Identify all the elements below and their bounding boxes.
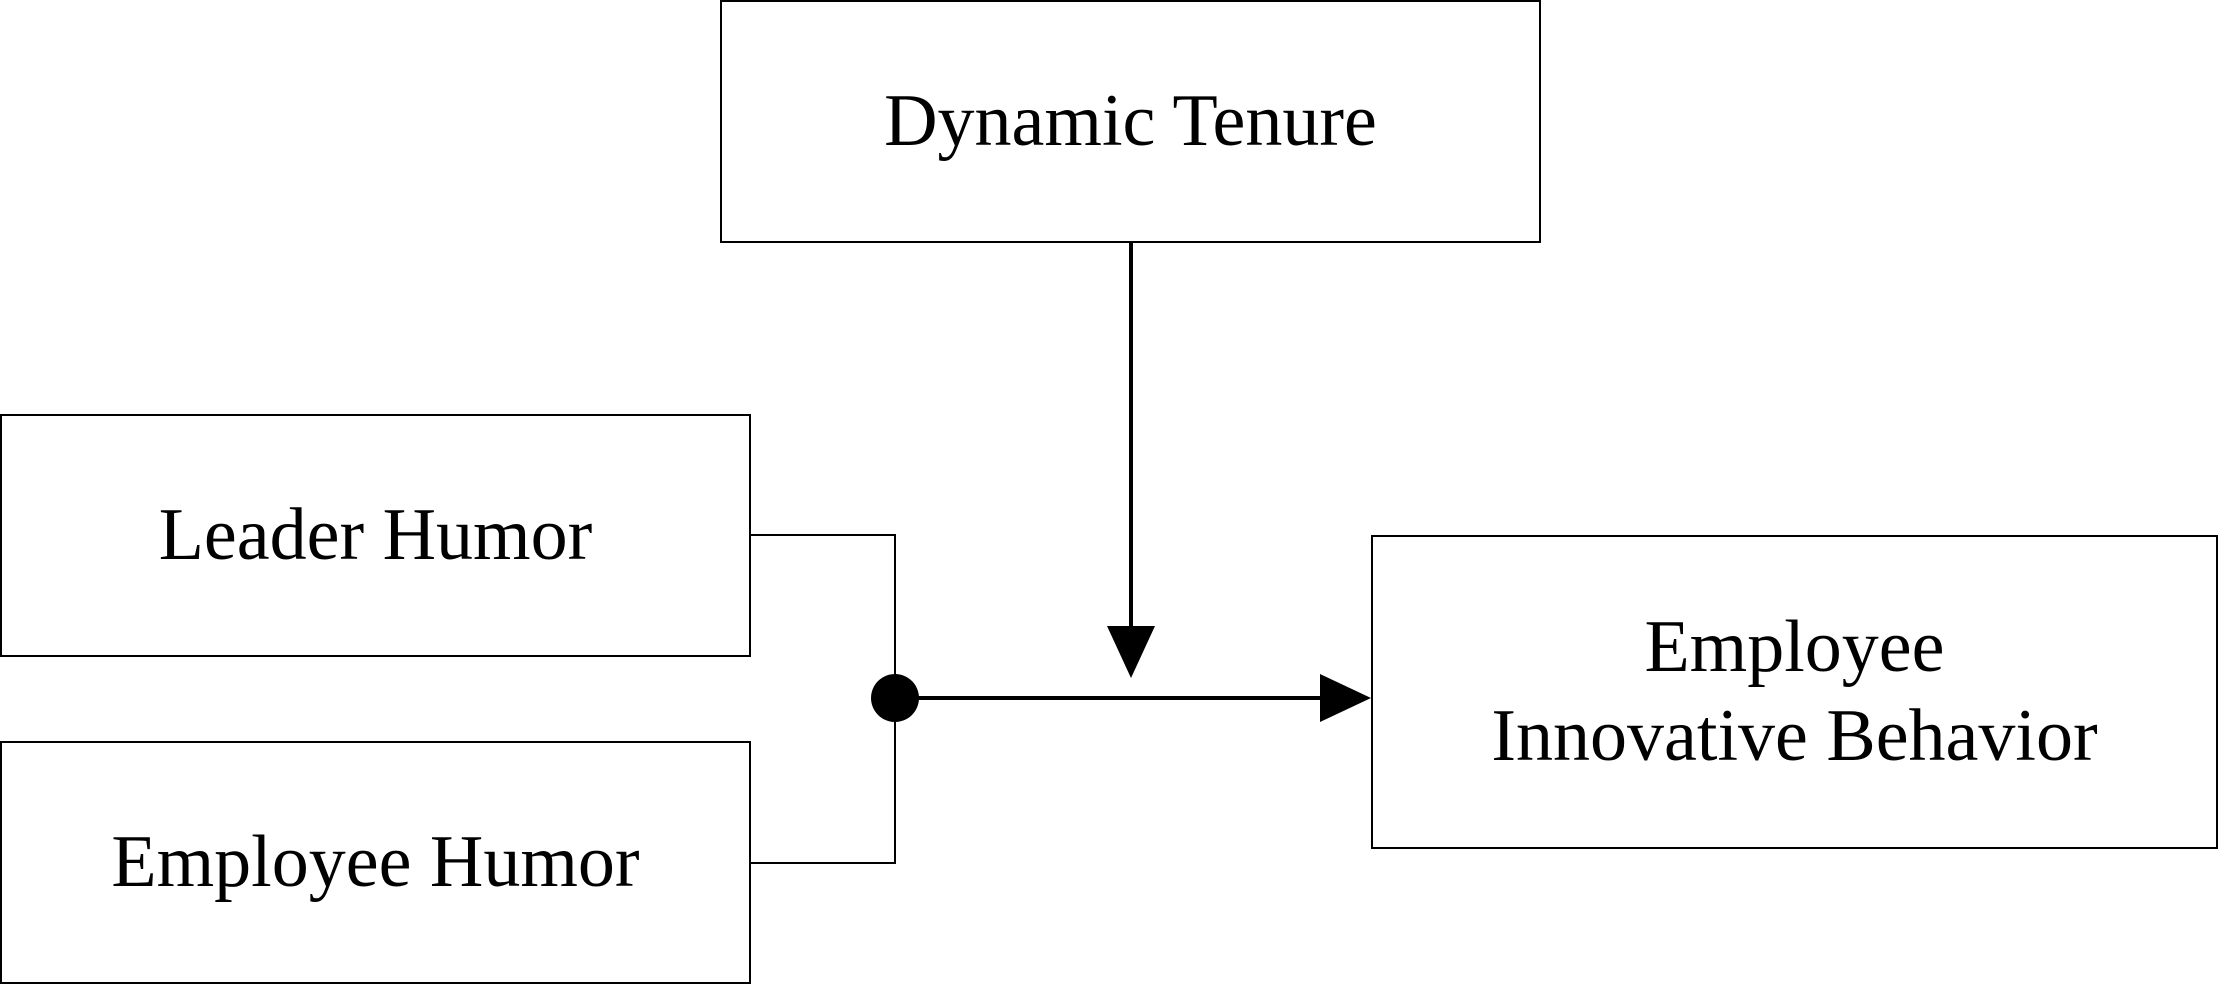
outcome-label: Employee Innovative Behavior	[1491, 603, 2097, 781]
dynamic-tenure-box: Dynamic Tenure	[720, 0, 1541, 243]
outcome-label-line2: Innovative Behavior	[1491, 695, 2098, 777]
leader-humor-label: Leader Humor	[158, 494, 593, 577]
employee-innovative-behavior-box: Employee Innovative Behavior	[1371, 535, 2218, 849]
moderator-arrowhead	[1107, 626, 1155, 678]
employee-humor-connector	[751, 698, 896, 864]
dynamic-tenure-label: Dynamic Tenure	[884, 80, 1377, 163]
employee-humor-box: Employee Humor	[0, 741, 751, 984]
leader-humor-connector	[751, 534, 896, 698]
leader-humor-box: Leader Humor	[0, 414, 751, 657]
employee-humor-label: Employee Humor	[111, 821, 640, 904]
main-effect-arrowhead	[1320, 674, 1371, 722]
outcome-label-line1: Employee	[1644, 606, 1945, 689]
